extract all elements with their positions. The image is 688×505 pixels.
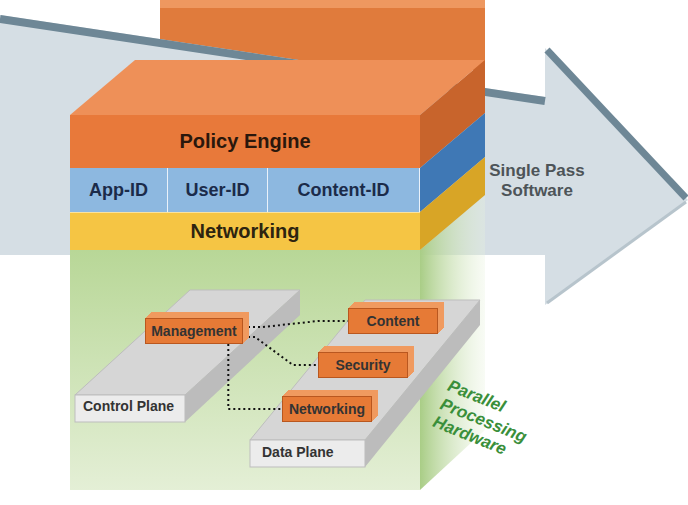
node-label: Networking bbox=[289, 401, 365, 417]
policy-layer: Policy Engine bbox=[70, 115, 420, 168]
node-label: Content bbox=[367, 313, 420, 329]
control-plane: Control Plane Management bbox=[75, 290, 300, 422]
plane-label: Data Plane bbox=[262, 444, 334, 460]
id-cell: App-ID bbox=[70, 168, 168, 212]
processor-block: Security bbox=[318, 352, 408, 378]
control-slab-front bbox=[75, 395, 185, 422]
node-label: Management bbox=[151, 323, 237, 339]
processor-block: Content bbox=[348, 308, 438, 334]
id-cell: Content-ID bbox=[268, 168, 420, 212]
processor-block: Management bbox=[145, 318, 243, 344]
plane-label: Control Plane bbox=[83, 398, 174, 414]
dotted-link bbox=[243, 337, 318, 365]
stack-top bbox=[70, 60, 485, 115]
node-label: App-ID bbox=[89, 180, 148, 201]
dotted-link bbox=[228, 344, 282, 409]
processor-block: Networking bbox=[282, 396, 372, 422]
node-label: Security bbox=[335, 357, 390, 373]
node-label: Policy Engine bbox=[179, 130, 310, 153]
id-cell: User-ID bbox=[168, 168, 268, 212]
data-plane: Data Plane ContentSecurityNetworking bbox=[250, 300, 480, 467]
node-label: Single Pass Software bbox=[472, 161, 602, 202]
data-slab-front bbox=[250, 440, 365, 467]
node-label: Content-ID bbox=[298, 180, 390, 201]
arrow-edge bbox=[547, 202, 686, 303]
back-box-top bbox=[160, 0, 485, 8]
node-label: User-ID bbox=[185, 180, 249, 201]
dotted-link bbox=[243, 321, 348, 327]
node-label: Networking bbox=[191, 220, 300, 243]
networking-layer: Networking bbox=[70, 212, 420, 250]
stack-side bbox=[420, 157, 485, 250]
flow-arrow-label: Single Pass Software bbox=[472, 150, 602, 212]
